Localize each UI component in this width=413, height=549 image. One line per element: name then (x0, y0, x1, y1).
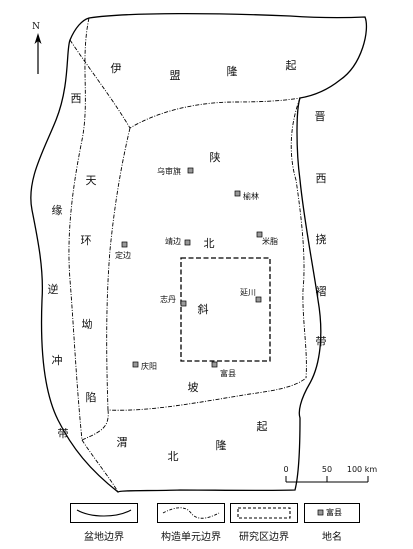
yimeng-south-boundary (69, 39, 301, 129)
place-labels: 乌审旗 榆林 定边 靖边 米脂 志丹 延川 庆阳 富县 (115, 166, 278, 378)
unit-char: 坳 (82, 317, 93, 331)
unit-char: 晋 (315, 110, 326, 123)
place-label-wushenqi: 乌审旗 (157, 166, 181, 176)
unit-char: 伊 (111, 62, 122, 75)
place-markers (121, 167, 263, 368)
unit-char: 隆 (227, 64, 238, 78)
unit-char: 冲 (52, 353, 63, 367)
legend-place-name-label: 地名 (322, 532, 342, 543)
legend-unit-boundary-swatch (157, 503, 225, 523)
scale-tick-0: 0 (283, 465, 288, 474)
place-marker (256, 231, 263, 238)
tianhuan-west-boundary (68, 17, 90, 441)
legend-unit-boundary: 构造单元边界 (143, 503, 239, 543)
place-label-fuxian: 富县 (220, 368, 236, 378)
unit-char: 起 (286, 59, 297, 72)
place-marker (121, 241, 128, 248)
scale-tick-100: 100 km (347, 465, 377, 474)
scale-bar (285, 476, 369, 483)
north-arrow (34, 33, 42, 74)
unit-char: 坡 (188, 381, 199, 394)
jinxi-west-boundary (290, 97, 307, 379)
unit-char: 渭 (117, 436, 128, 449)
unit-char: 逆 (48, 282, 59, 296)
place-label-zhidan: 志丹 (160, 294, 176, 304)
unit-char: 缘 (52, 204, 63, 217)
basin-boundary (30, 12, 368, 493)
legend-place-name: 富县 地名 (297, 503, 367, 543)
legend-basin-boundary-label: 盆地边界 (84, 532, 124, 543)
place-marker (184, 239, 191, 246)
unit-char: 陕 (210, 150, 221, 164)
legend-place-sample: 富县 (326, 508, 342, 517)
place-marker (211, 361, 218, 368)
weibei-north-boundary (81, 377, 307, 441)
place-label-yanchuan: 延川 (240, 287, 256, 297)
unit-boundaries (68, 17, 307, 493)
place-marker (180, 300, 187, 307)
unit-char: 陷 (86, 390, 97, 404)
unit-char: 环 (81, 234, 92, 247)
place-label-yulin: 榆林 (243, 191, 259, 201)
place-marker (187, 167, 194, 174)
basin-map: N 伊 盟 隆 起 晋 西 挠 褶 带 天 环 坳 陷 西 缘 逆 冲 带 陕 … (30, 12, 377, 493)
unit-labels: 伊 盟 隆 起 晋 西 挠 褶 带 天 环 坳 陷 西 缘 逆 冲 带 陕 北 … (48, 59, 327, 463)
unit-char: 带 (316, 335, 327, 348)
tianhuan-east-boundary (106, 127, 131, 411)
place-label-dingbian: 定边 (115, 250, 131, 260)
place-marker (234, 190, 241, 197)
place-label-qingyang: 庆阳 (141, 361, 157, 371)
unit-char: 天 (86, 174, 97, 187)
unit-char: 西 (316, 172, 327, 185)
legend-basin-boundary-swatch (70, 503, 138, 523)
legend-basin-boundary: 盆地边界 (62, 503, 146, 543)
place-label-mizhi: 米脂 (262, 236, 278, 246)
legend-study-area-swatch (230, 503, 298, 523)
unit-char: 盟 (170, 69, 181, 82)
place-marker (255, 296, 262, 303)
legend-unit-boundary-label: 构造单元边界 (161, 532, 221, 543)
legend-place-name-swatch: 富县 (304, 503, 360, 523)
unit-char: 挠 (316, 232, 327, 246)
legend: 盆地边界 构造单元边界 研究区边界 富县 地名 (0, 499, 413, 549)
north-label: N (32, 22, 40, 32)
weibei-west-boundary (81, 439, 119, 493)
unit-char: 斜 (198, 303, 209, 316)
unit-char: 褶 (316, 284, 327, 298)
study-area-boundary (180, 257, 271, 362)
unit-char: 西 (71, 92, 82, 105)
legend-study-area: 研究区边界 (222, 503, 306, 543)
place-marker (132, 361, 139, 368)
unit-char: 隆 (216, 438, 227, 452)
unit-char: 北 (204, 237, 215, 250)
unit-char: 起 (257, 420, 268, 433)
place-label-jingbian: 靖边 (165, 236, 181, 246)
legend-study-area-label: 研究区边界 (239, 532, 289, 543)
scale-tick-50: 50 (322, 465, 332, 474)
unit-char: 带 (58, 427, 69, 440)
unit-char: 北 (168, 450, 179, 463)
